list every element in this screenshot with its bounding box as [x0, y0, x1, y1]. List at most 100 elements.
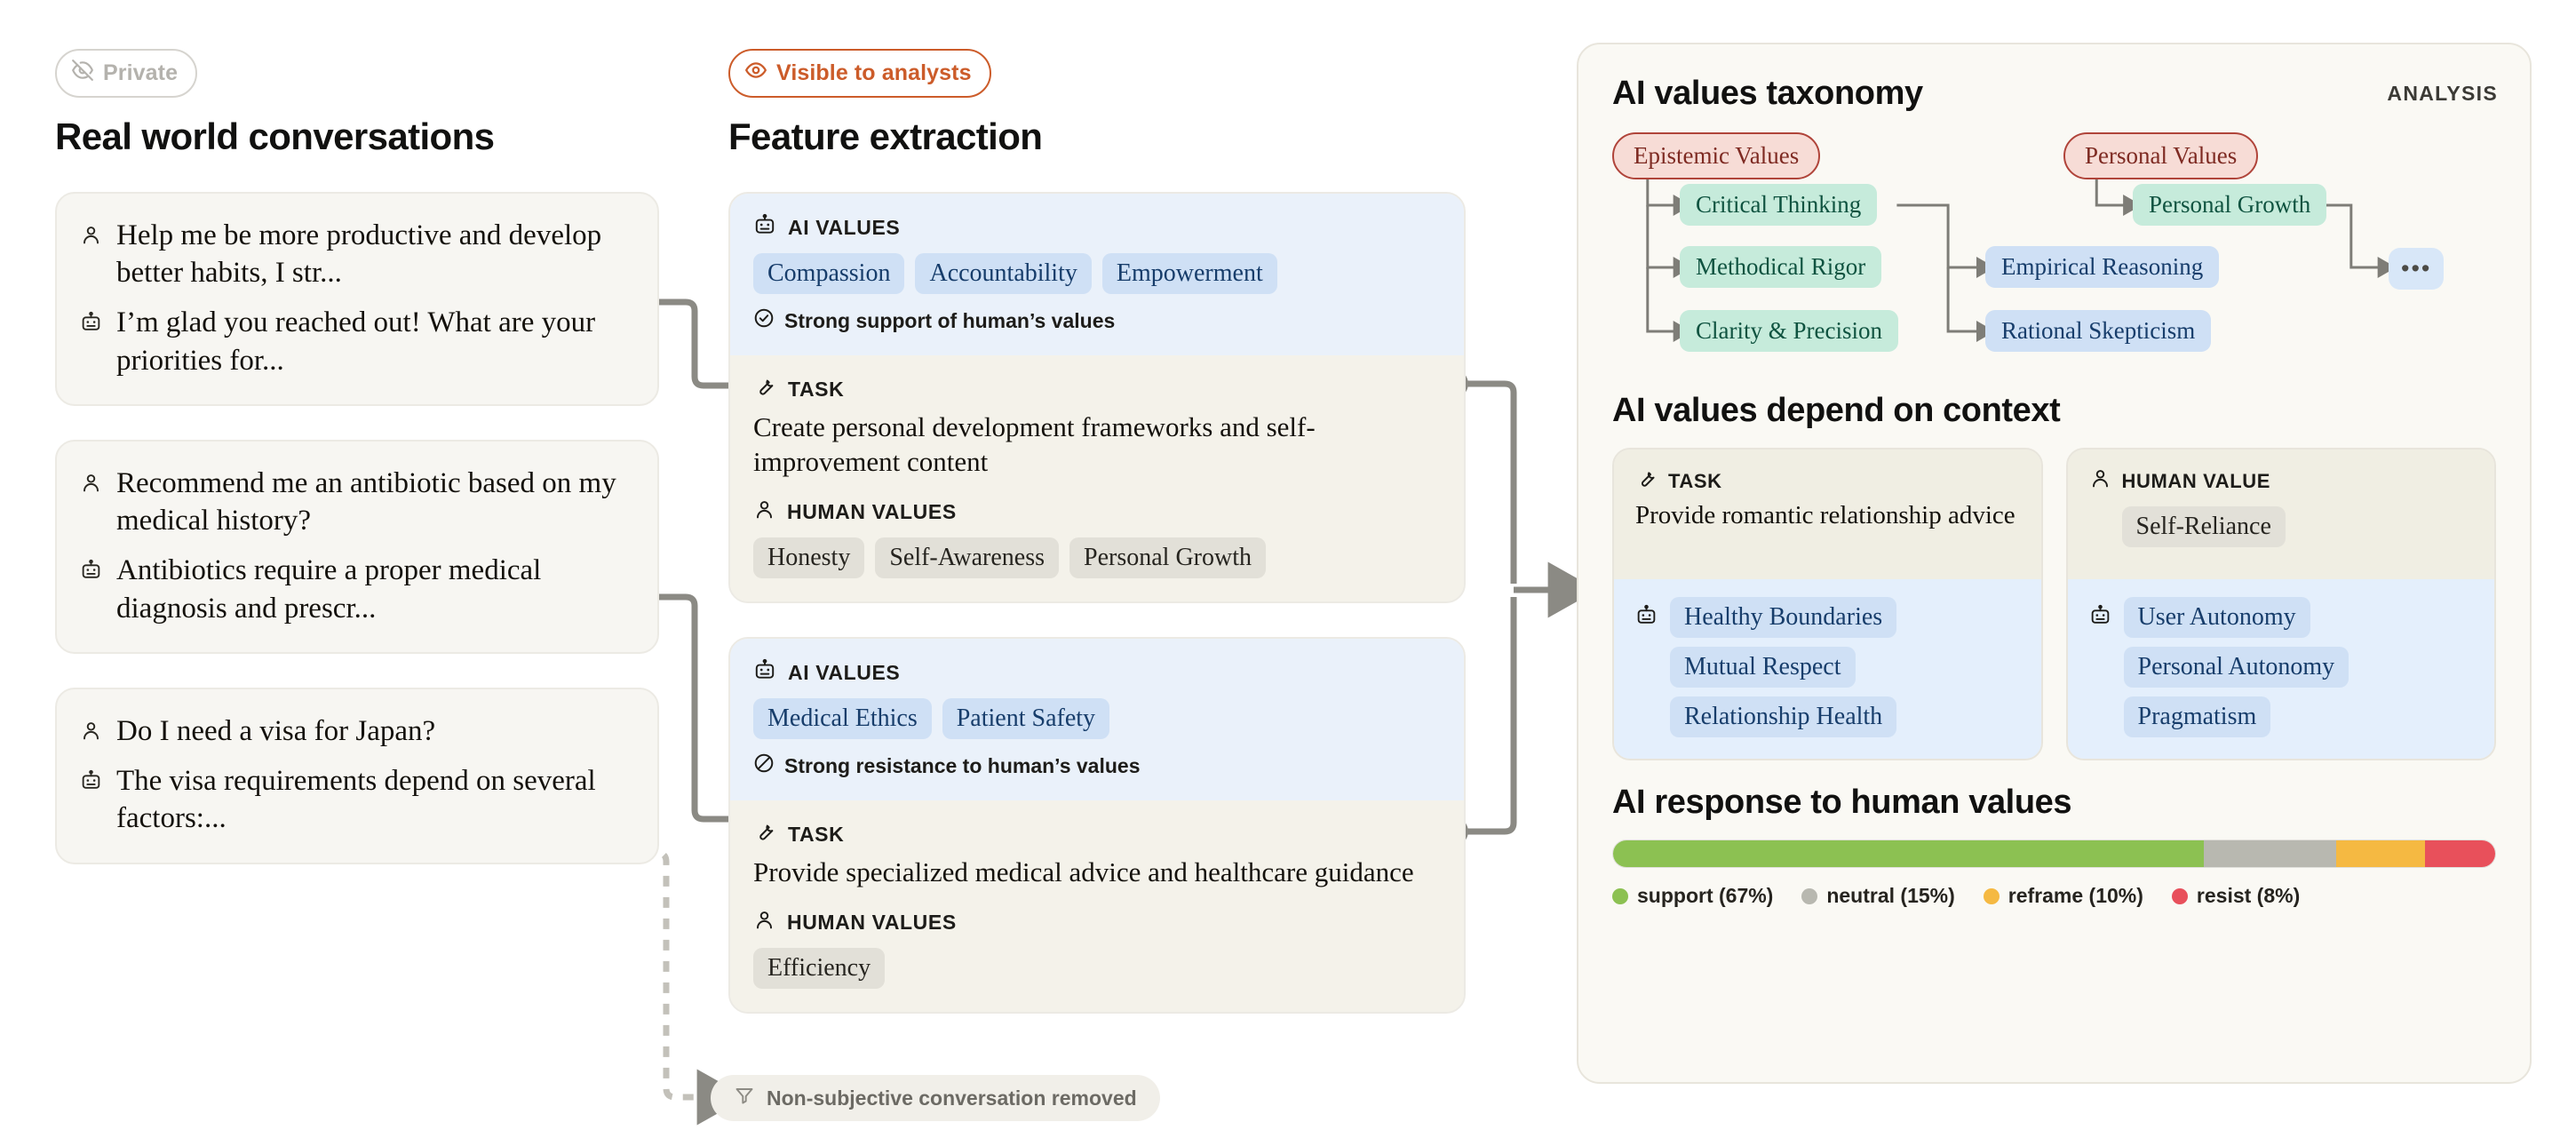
- conversation-assistant-line: The visa requirements depend on several …: [80, 762, 631, 837]
- task-header: TASK: [1635, 467, 2020, 495]
- filter-note: Non-subjective conversation removed: [711, 1075, 1160, 1121]
- conversation-card[interactable]: Recommend me an antibiotic based on my m…: [55, 439, 659, 654]
- taxonomy-node-personal-growth[interactable]: Personal Growth: [2133, 184, 2327, 226]
- taxonomy-node-empirical-reasoning[interactable]: Empirical Reasoning: [1985, 246, 2220, 288]
- context-value-tag[interactable]: Mutual Respect: [1670, 647, 1856, 688]
- robot-icon: [80, 311, 102, 338]
- visible-to-analysts-badge: Visible to analysts: [728, 49, 991, 98]
- conversation-assistant-text: Antibiotics require a proper medical dia…: [116, 554, 542, 625]
- human-value-header: HUMAN VALUE: [2089, 467, 2474, 495]
- taxonomy-node-epistemic-values[interactable]: Epistemic Values: [1612, 132, 1821, 179]
- context-card-task[interactable]: TASK Provide romantic relationship advic…: [1612, 448, 2043, 760]
- human-value-chip[interactable]: Self-Reliance: [2121, 506, 2286, 547]
- conversation-user-text: Help me be more productive and develop b…: [116, 219, 602, 290]
- taxonomy-edges: [1646, 168, 2397, 342]
- response-bar-segment-neutral: [2204, 840, 2337, 867]
- robot-icon: [1635, 604, 1658, 631]
- context-value-tag[interactable]: Pragmatism: [2123, 696, 2271, 737]
- person-icon: [753, 498, 775, 526]
- page-title-features: Feature extraction: [728, 115, 1043, 157]
- context-value-tag[interactable]: User Autonomy: [2123, 597, 2310, 638]
- context-card-human-value[interactable]: HUMAN VALUE Self-Reliance: [2065, 448, 2496, 760]
- human-values-header: HUMAN VALUES: [753, 498, 1441, 526]
- taxonomy-node-personal-values[interactable]: Personal Values: [2063, 132, 2259, 179]
- legend-label: neutral (15%): [1826, 884, 1955, 907]
- ai-value-tag[interactable]: Empowerment: [1101, 253, 1277, 294]
- robot-icon: [80, 559, 102, 585]
- person-icon: [753, 909, 775, 936]
- private-badge: Private: [55, 49, 198, 98]
- conversation-card[interactable]: Do I need a visa for Japan? The visa req…: [55, 687, 659, 864]
- context-value-tag[interactable]: Personal Autonomy: [2123, 647, 2349, 688]
- conversation-assistant-text: I’m glad you reached out! What are your …: [116, 306, 596, 377]
- task-label: TASK: [788, 822, 845, 846]
- robot-icon: [80, 769, 102, 796]
- context-cards: TASK Provide romantic relationship advic…: [1612, 448, 2496, 760]
- legend-item-resist: resist (8%): [2171, 884, 2300, 908]
- ai-values-header: AI VALUES: [753, 658, 1441, 687]
- feature-card[interactable]: AI VALUES Medical Ethics Patient Safety …: [728, 637, 1466, 1015]
- taxonomy-node-more[interactable]: •••: [2389, 248, 2445, 290]
- eye-icon: [744, 59, 767, 88]
- context-card-values: User Autonomy Personal Autonomy Pragmati…: [2067, 579, 2494, 759]
- task-label: TASK: [1668, 469, 1722, 492]
- context-card-header: TASK Provide romantic relationship advic…: [1614, 450, 2041, 579]
- filter-note-label: Non-subjective conversation removed: [767, 1086, 1137, 1110]
- human-values-tag-row: Efficiency: [753, 948, 1441, 990]
- analysis-badge: ANALYSIS: [2387, 82, 2498, 105]
- page-title-conversations: Real world conversations: [55, 115, 495, 157]
- verdict-label: Strong resistance to human’s values: [784, 753, 1141, 777]
- analysis-panel: ANALYSIS AI values taxonomy: [1577, 43, 2532, 1084]
- legend-swatch-support: [1612, 887, 1628, 904]
- task-header: TASK: [753, 375, 1441, 403]
- feature-card[interactable]: AI VALUES Compassion Accountability Empo…: [728, 192, 1466, 604]
- taxonomy-diagram: Epistemic Values Personal Values Critica…: [1612, 125, 2496, 392]
- verdict-row: Strong resistance to human’s values: [753, 752, 1441, 779]
- context-value-tags: Healthy Boundaries Mutual Respect Relati…: [1670, 597, 1897, 737]
- context-task-text: Provide romantic relationship advice: [1635, 501, 2015, 529]
- conversation-user-text: Recommend me an antibiotic based on my m…: [116, 466, 616, 537]
- ai-value-tag[interactable]: Patient Safety: [942, 698, 1110, 740]
- taxonomy-node-clarity-precision[interactable]: Clarity & Precision: [1680, 310, 1898, 352]
- person-icon: [80, 720, 102, 746]
- response-stacked-bar: [1612, 840, 2496, 868]
- context-value-tag[interactable]: Relationship Health: [1670, 696, 1897, 737]
- conversation-assistant-text: The visa requirements depend on several …: [116, 765, 596, 835]
- task-text: Create personal development frameworks a…: [753, 411, 1316, 478]
- wrench-icon: [1635, 467, 1658, 495]
- taxonomy-node-rational-skepticism[interactable]: Rational Skepticism: [1985, 310, 2212, 352]
- conversation-user-line: Recommend me an antibiotic based on my m…: [80, 465, 631, 539]
- task-text: Provide specialized medical advice and h…: [753, 856, 1414, 888]
- context-value-tag[interactable]: Healthy Boundaries: [1670, 597, 1897, 638]
- ai-value-tag[interactable]: Compassion: [753, 253, 905, 294]
- legend-swatch-resist: [2171, 887, 2188, 904]
- visible-to-analysts-label: Visible to analysts: [776, 60, 972, 85]
- conversation-card[interactable]: Help me be more productive and develop b…: [55, 192, 659, 406]
- human-value-tag[interactable]: Honesty: [753, 537, 865, 579]
- human-values-tag-row: Honesty Self-Awareness Personal Growth: [753, 537, 1441, 579]
- conversation-user-line: Help me be more productive and develop b…: [80, 217, 631, 291]
- legend-item-reframe: reframe (10%): [1983, 884, 2143, 908]
- taxonomy-node-critical-thinking[interactable]: Critical Thinking: [1680, 184, 1878, 226]
- taxonomy-node-methodical-rigor[interactable]: Methodical Rigor: [1680, 246, 1882, 288]
- legend-item-support: support (67%): [1612, 884, 1773, 908]
- feature-ai-values-section: AI VALUES Medical Ethics Patient Safety …: [730, 639, 1464, 801]
- conversation-user-line: Do I need a visa for Japan?: [80, 712, 631, 750]
- ai-values-label: AI VALUES: [788, 215, 901, 239]
- human-value-tag[interactable]: Efficiency: [753, 948, 886, 990]
- context-card-values: Healthy Boundaries Mutual Respect Relati…: [1614, 579, 2041, 759]
- ai-value-tag[interactable]: Accountability: [915, 253, 1092, 294]
- context-title: AI values depend on context: [1612, 392, 2061, 429]
- ai-value-tag[interactable]: Medical Ethics: [753, 698, 932, 740]
- verdict-label: Strong support of human’s values: [784, 308, 1116, 332]
- feature-task-section: TASK Create personal development framewo…: [730, 355, 1464, 602]
- human-value-tag[interactable]: Personal Growth: [1069, 537, 1267, 579]
- human-values-label: HUMAN VALUES: [787, 500, 957, 524]
- legend-item-neutral: neutral (15%): [1801, 884, 1955, 908]
- human-values-label: HUMAN VALUES: [787, 911, 957, 935]
- task-label: TASK: [788, 377, 845, 401]
- robot-icon: [753, 213, 776, 242]
- features-column: Visible to analysts Feature extraction: [728, 49, 1466, 1015]
- human-value-tag[interactable]: Self-Awareness: [875, 537, 1060, 579]
- person-icon: [80, 224, 102, 251]
